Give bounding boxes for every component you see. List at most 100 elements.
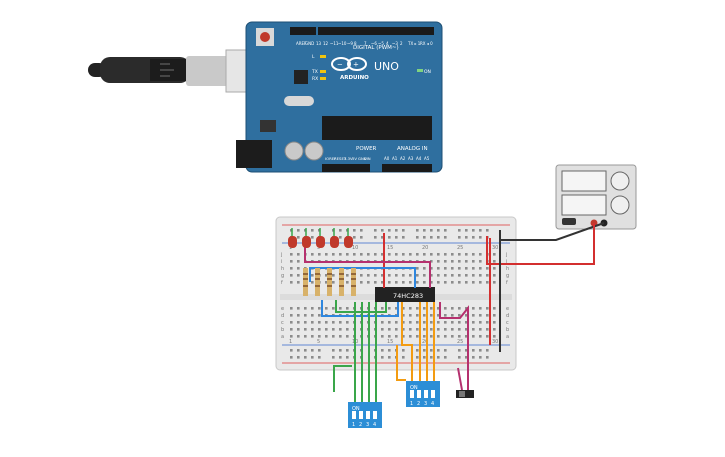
arduino-logo: − + bbox=[331, 57, 367, 71]
svg-text:2: 2 bbox=[417, 401, 420, 407]
dip-switch-left[interactable]: ON 1 2 3 4 bbox=[348, 402, 382, 428]
dip-left-switch-4[interactable] bbox=[373, 411, 377, 419]
capacitor bbox=[284, 141, 304, 161]
power-switch[interactable] bbox=[562, 218, 576, 225]
svg-text:GND: GND bbox=[358, 156, 367, 161]
resistor-5[interactable] bbox=[351, 268, 356, 296]
svg-text:~11: ~11 bbox=[330, 41, 339, 46]
power-header-label: POWER bbox=[356, 146, 377, 152]
row-label-a-right: a bbox=[506, 334, 509, 340]
ic-74hc283[interactable]: 74HC283 bbox=[375, 287, 435, 302]
dip-left-switch-3[interactable] bbox=[366, 411, 370, 419]
resistor-array[interactable] bbox=[303, 268, 356, 296]
svg-text:A0: A0 bbox=[384, 156, 390, 161]
svg-text:RX: RX bbox=[312, 76, 318, 82]
resistor-4[interactable] bbox=[339, 268, 344, 296]
analog-header[interactable] bbox=[382, 164, 432, 172]
svg-text:2: 2 bbox=[359, 422, 362, 428]
dip-switch-right[interactable]: ON 1 2 3 4 bbox=[406, 381, 440, 407]
col-label-25-bottom: 25 bbox=[457, 339, 463, 345]
svg-text:AREF: AREF bbox=[296, 41, 307, 46]
wire-orange-1[interactable] bbox=[401, 302, 413, 383]
current-display bbox=[561, 194, 607, 216]
wire-black-supply[interactable] bbox=[499, 222, 605, 241]
col-label-15-bottom: 15 bbox=[387, 339, 393, 345]
led-3[interactable] bbox=[316, 236, 325, 248]
usb-cable[interactable] bbox=[88, 49, 261, 93]
resistor-1[interactable] bbox=[303, 268, 308, 296]
analog-header-label: ANALOG IN bbox=[397, 146, 428, 152]
dip-right-switch-1[interactable] bbox=[410, 390, 414, 398]
power-supply[interactable] bbox=[555, 164, 637, 230]
led-4[interactable] bbox=[330, 236, 339, 248]
led-array[interactable] bbox=[288, 228, 353, 248]
col-label-30-bottom: 30 bbox=[492, 339, 498, 345]
svg-text:L: L bbox=[312, 54, 315, 60]
dip-left-switch-1[interactable] bbox=[352, 411, 356, 419]
svg-text:A3: A3 bbox=[408, 156, 414, 161]
wire-blue-bottom[interactable] bbox=[321, 300, 399, 317]
row-label-i-right: i bbox=[506, 259, 507, 265]
crystal bbox=[284, 96, 314, 106]
usb-chip bbox=[294, 70, 308, 84]
wire-blue-top[interactable] bbox=[309, 267, 416, 288]
col-label-20: 20 bbox=[422, 245, 428, 251]
digital-header[interactable] bbox=[318, 27, 434, 35]
row-label-j-right: j bbox=[505, 252, 507, 258]
col-label-1: 1 bbox=[289, 245, 292, 251]
svg-text:A2: A2 bbox=[400, 156, 406, 161]
voltage-knob[interactable] bbox=[610, 171, 630, 191]
wire-magenta-top[interactable] bbox=[304, 246, 431, 288]
dip-right-switch-2[interactable] bbox=[417, 390, 421, 398]
row-label-h: h bbox=[281, 266, 284, 272]
svg-text:IOREF: IOREF bbox=[325, 156, 336, 161]
resistor-2[interactable] bbox=[315, 268, 320, 296]
col-label-30: 30 bbox=[492, 245, 498, 251]
col-label-20-bottom: 20 bbox=[422, 339, 428, 345]
col-label-5-bottom: 5 bbox=[317, 339, 320, 345]
svg-text:7: 7 bbox=[364, 41, 367, 46]
row-label-e: e bbox=[281, 306, 284, 312]
svg-text:~9: ~9 bbox=[347, 41, 353, 46]
svg-text:GND: GND bbox=[305, 41, 314, 46]
col-label-10: 10 bbox=[352, 245, 358, 251]
svg-text:VIN: VIN bbox=[364, 156, 371, 161]
svg-text:A1: A1 bbox=[392, 156, 398, 161]
svg-text:TX ▸ 1: TX ▸ 1 bbox=[407, 41, 421, 46]
svg-text:A4: A4 bbox=[416, 156, 422, 161]
wires[interactable] bbox=[304, 222, 605, 405]
wire-green-gnd[interactable] bbox=[333, 365, 352, 392]
row-label-h-right: h bbox=[506, 266, 509, 272]
led-2[interactable] bbox=[302, 236, 311, 248]
dip-right-switch-3[interactable] bbox=[424, 390, 428, 398]
dip-left-switch-2[interactable] bbox=[359, 411, 363, 419]
svg-text:~10: ~10 bbox=[338, 41, 347, 46]
svg-text:8: 8 bbox=[354, 41, 357, 46]
svg-text:~6: ~6 bbox=[371, 41, 377, 46]
arduino-uno-board[interactable]: DIGITAL (PWM~) AREF GND 13 12 ~11 ~10 ~9… bbox=[236, 21, 443, 173]
col-label-25: 25 bbox=[457, 245, 463, 251]
current-knob[interactable] bbox=[610, 195, 630, 215]
power-header[interactable] bbox=[322, 164, 370, 172]
wire-magenta-switch-2[interactable] bbox=[457, 367, 463, 391]
wire-red-supply[interactable] bbox=[486, 223, 595, 265]
ic-label: 74HC283 bbox=[393, 292, 423, 300]
resistor-3[interactable] bbox=[327, 268, 332, 296]
led-5[interactable] bbox=[344, 236, 353, 248]
slide-switch[interactable] bbox=[456, 390, 474, 398]
on-led bbox=[417, 69, 423, 72]
wire-orange-gnd[interactable] bbox=[396, 345, 406, 381]
led-1[interactable] bbox=[288, 236, 297, 248]
svg-text:~5: ~5 bbox=[378, 41, 384, 46]
svg-text:RESET: RESET bbox=[334, 156, 347, 161]
row-label-i: i bbox=[281, 259, 282, 265]
wire-magenta-switch[interactable] bbox=[439, 302, 469, 390]
row-label-g-right: g bbox=[506, 273, 509, 279]
dip-right-switch-4[interactable] bbox=[431, 390, 435, 398]
svg-text:4: 4 bbox=[386, 41, 389, 46]
svg-text:12: 12 bbox=[323, 41, 329, 46]
row-label-b-right: b bbox=[506, 327, 509, 333]
svg-text:RX ◂ 0: RX ◂ 0 bbox=[420, 41, 433, 46]
